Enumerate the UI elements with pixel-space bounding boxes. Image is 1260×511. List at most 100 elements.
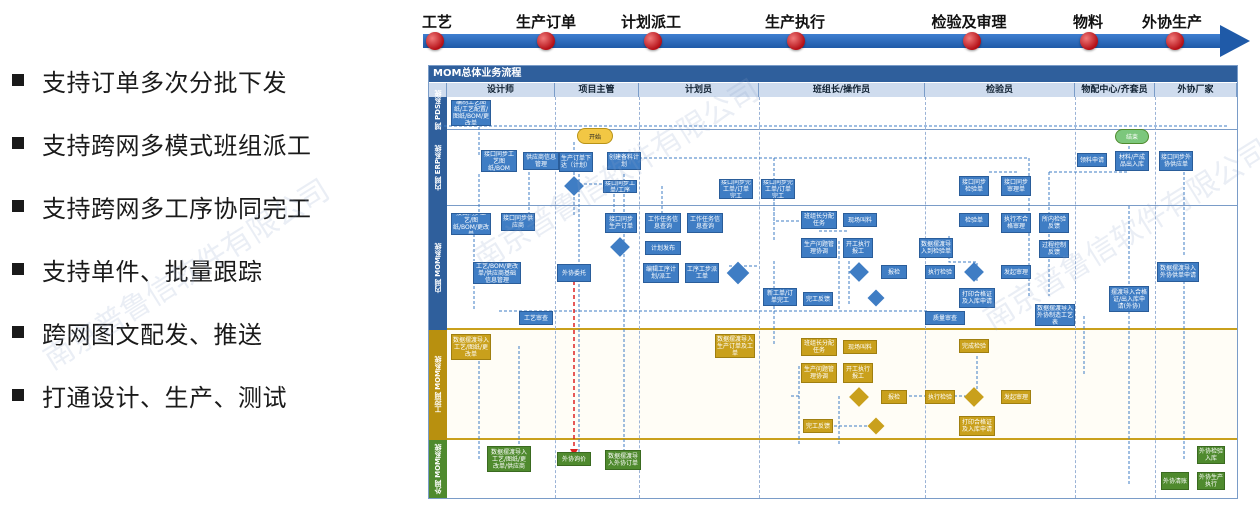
- column-divider: [759, 97, 760, 498]
- flow-node: 外协询价: [557, 452, 591, 466]
- timeline-dot-icon: [1166, 32, 1184, 50]
- flow-node: 供应商信息管理: [523, 152, 559, 170]
- flow-node: 开工执行报工: [843, 363, 873, 383]
- flow-node: 班组长分配任务: [801, 211, 837, 229]
- flow-node: 质量审查: [925, 311, 965, 325]
- flow-node: 发起审理: [1001, 265, 1031, 279]
- flow-node: 完工反馈: [803, 419, 833, 433]
- flow-node: 外协检验入库: [1197, 446, 1225, 464]
- flow-node: 接口同步工艺图纸/BOM: [481, 150, 517, 172]
- feature-item: 跨网图文配发、推送: [12, 316, 263, 349]
- diagram-title: MOM总体业务流程: [429, 66, 1237, 82]
- flow-node: 所内检验反馈: [1039, 213, 1069, 233]
- feature-item: 支持跨网多工序协同完工: [12, 190, 312, 223]
- flow-node: 外协委托: [557, 264, 591, 282]
- lane-area: [447, 206, 1237, 330]
- flow-node: 工艺审查: [519, 311, 553, 325]
- column-divider: [1155, 97, 1156, 498]
- timeline-dot-icon: [787, 32, 805, 50]
- timeline-dot-icon: [426, 32, 444, 50]
- flow-node: 工艺/BOM/更改单/供应商基础信息管理: [473, 262, 521, 284]
- column-header: 检验员: [925, 83, 1075, 97]
- flow-node: 接口同步工单/工序: [603, 180, 637, 193]
- flow-node: 报检: [881, 265, 907, 279]
- column-header: 项目主管: [555, 83, 639, 97]
- flow-node: 执行检验: [925, 265, 955, 279]
- timeline-arrow-icon: [1220, 25, 1250, 57]
- flow-node: 数据摆渡导入外协制造工艺表: [1035, 304, 1075, 326]
- flow-node: 数据摆渡导入外协供单申请: [1157, 262, 1199, 282]
- column-header: 计划员: [639, 83, 759, 97]
- flow-node: 接口同步完工单/订单完工: [719, 179, 753, 199]
- flow-node: 现场叫料: [843, 340, 877, 354]
- flow-node: 编制工艺图纸/工艺配置/图纸/BOM/更改单: [451, 100, 491, 126]
- feature-text: 支持跨网多工序协同完工: [42, 194, 312, 223]
- timeline-stage-label: 外协生产: [1141, 13, 1203, 31]
- flow-node: 计划发布: [645, 241, 681, 255]
- flow-node: 班组长分配任务: [801, 338, 837, 356]
- flow-node: 报检: [881, 390, 907, 404]
- column-divider: [1075, 97, 1076, 498]
- lane-area: [447, 97, 1237, 130]
- process-timeline: 工艺 生产订单 计划派工 生产执行 检验及审理 物料 外协生产: [415, 0, 1260, 64]
- feature-text: 打通设计、生产、测试: [42, 383, 287, 412]
- feature-item: 支持单件、批量跟踪: [12, 253, 263, 286]
- feature-text: 支持订单多次分批下发: [42, 68, 287, 97]
- timeline-dot-icon: [1080, 32, 1098, 50]
- end-terminal: 结束: [1115, 129, 1149, 144]
- flow-node: 数据摆渡导入生产订单及工单: [715, 334, 755, 358]
- flow-node: 领料申请: [1077, 153, 1107, 167]
- flow-node: 接口同步供应商: [501, 213, 535, 231]
- flow-node: 过程控制反馈: [1039, 240, 1069, 258]
- column-divider: [925, 97, 926, 498]
- bullet-icon: [12, 326, 24, 338]
- flow-node: 现场叫料: [843, 213, 877, 227]
- flow-node: 执行不合格审理: [1001, 213, 1031, 233]
- lane-header: 工控网 MOM系统: [429, 330, 447, 440]
- timeline-dot-icon: [644, 32, 662, 50]
- feature-text: 支持跨网多模式班组派工: [42, 131, 312, 160]
- flow-node: 数据摆渡导入工艺/图纸/更改单: [451, 334, 491, 360]
- flow-node: 接口同步审理单: [1001, 176, 1031, 196]
- flow-node: 检验单: [959, 213, 989, 227]
- flow-node: 打印合格证及入库申请: [959, 416, 995, 436]
- timeline-stage-label: 计划派工: [620, 13, 682, 31]
- feature-text: 跨网图文配发、推送: [42, 320, 263, 349]
- corner-cell: [429, 83, 447, 97]
- flow-node: 完成检验: [959, 339, 989, 353]
- feature-text: 支持单件、批量跟踪: [42, 257, 263, 286]
- flow-node: 外协生产执行: [1197, 472, 1225, 490]
- flow-node: 开工执行报工: [843, 238, 873, 258]
- lane-area: [447, 130, 1237, 206]
- flow-node: 材料/产成品出入库: [1115, 151, 1149, 171]
- flow-node: 数据摆渡导入工艺/图纸/更改单/供应商: [487, 446, 531, 472]
- flow-node: 数据摆渡导入到检验单: [919, 238, 953, 258]
- timeline-stage-label: 生产执行: [764, 13, 826, 31]
- timeline-dot-icon: [537, 32, 555, 50]
- flow-node: 工序工步派工单: [685, 263, 719, 283]
- flow-node: 发起审理: [1001, 390, 1031, 404]
- flow-node: 生产问题管理协调: [801, 238, 837, 258]
- flow-node: 接口同步检验单: [959, 176, 989, 196]
- bullet-icon: [12, 200, 24, 212]
- timeline-stage-label: 生产订单: [515, 13, 577, 31]
- timeline-stage-label: 检验及审理: [931, 13, 1007, 31]
- lane-header: 内网 MOM系统: [429, 206, 447, 330]
- flow-node: 新工单/订单完工: [763, 288, 797, 306]
- flow-node: 工作任务信息查询: [687, 213, 723, 233]
- column-header: 班组长/操作员: [759, 83, 925, 97]
- flow-node: 执行检验: [925, 390, 955, 404]
- timeline-stage-label: 工艺: [421, 13, 453, 31]
- column-divider: [555, 97, 556, 498]
- flow-node: 创建备料计划: [607, 152, 641, 170]
- column-header: 外协厂家: [1155, 83, 1237, 97]
- bullet-icon: [12, 137, 24, 149]
- bullet-icon: [12, 263, 24, 275]
- flow-node: 数据摆渡导入外协订单: [605, 450, 641, 470]
- flow-node: 工作任务信息查询: [645, 213, 681, 233]
- column-header: 设计师: [447, 83, 555, 97]
- feature-item: 支持订单多次分批下发: [12, 64, 287, 97]
- flow-node: 编辑工序计划/派工: [643, 263, 679, 283]
- column-divider: [639, 97, 640, 498]
- timeline-stage-label: 物料: [1072, 13, 1104, 31]
